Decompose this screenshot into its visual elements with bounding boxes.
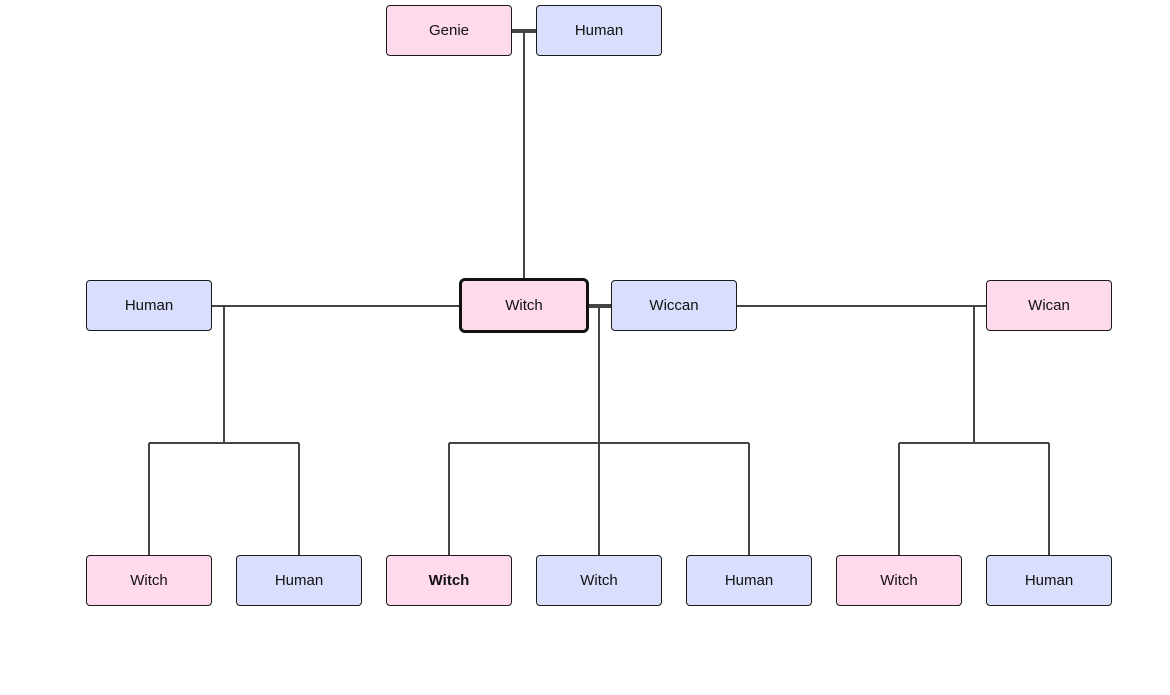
focus-person-node[interactable]: Witch (459, 278, 589, 333)
left-spouse-node[interactable]: Human (86, 280, 212, 331)
right-spouse-node[interactable]: Wiccan (611, 280, 737, 331)
far-right-spouse-node[interactable]: Wican (986, 280, 1112, 331)
child-center-1-node[interactable]: Witch (386, 555, 512, 606)
child-center-2-node[interactable]: Witch (536, 555, 662, 606)
child-right-2-node[interactable]: Human (986, 555, 1112, 606)
child-left-2-node[interactable]: Human (236, 555, 362, 606)
child-center-3-node[interactable]: Human (686, 555, 812, 606)
child-left-1-node[interactable]: Witch (86, 555, 212, 606)
parent-father-node[interactable]: Human (536, 5, 662, 56)
parent-mother-node[interactable]: Genie (386, 5, 512, 56)
child-right-1-node[interactable]: Witch (836, 555, 962, 606)
